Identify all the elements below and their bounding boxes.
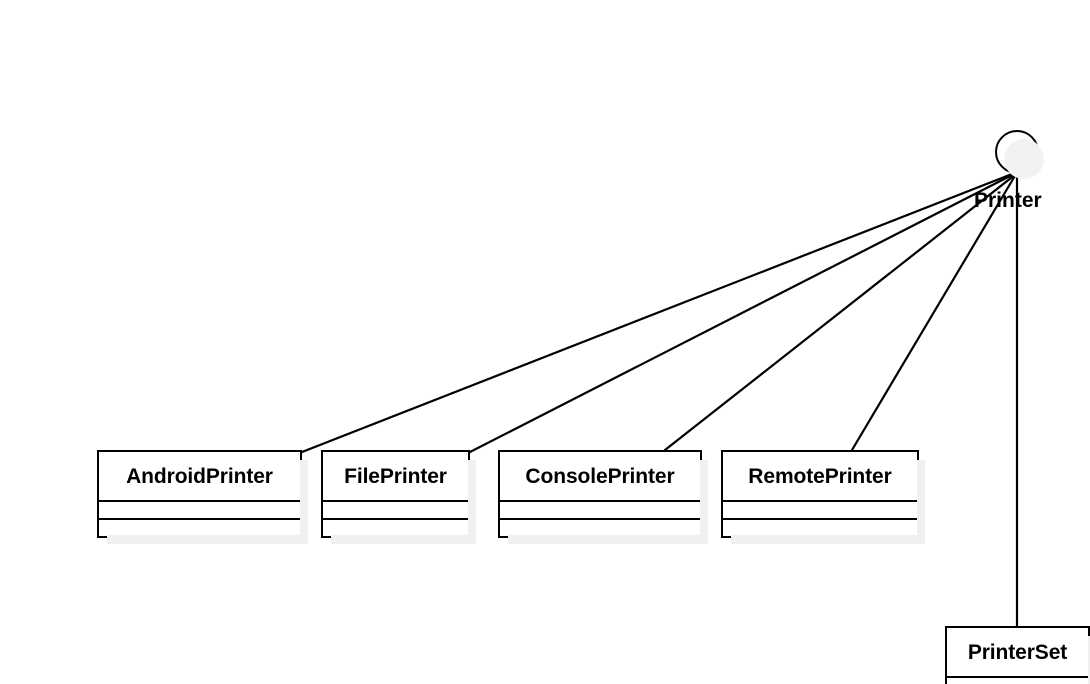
edge-printer-fileprinter: [468, 172, 1016, 454]
class-box-fileprinter[interactable]: FilePrinter: [321, 450, 476, 544]
realization-edges: [300, 172, 1018, 454]
class-attributes-compartment: [323, 500, 468, 518]
class-operations-compartment: [323, 518, 468, 535]
edge-printer-remoteprinter: [850, 172, 1018, 452]
edge-printer-consoleprinter: [663, 172, 1018, 452]
class-operations-compartment: [99, 518, 300, 535]
edge-printer-androidprinter: [300, 172, 1014, 454]
class-box-remoteprinter[interactable]: RemotePrinter: [721, 450, 925, 544]
class-attributes-compartment: [723, 500, 917, 518]
interface-printer-circle-icon[interactable]: [995, 130, 1044, 179]
class-box-printerset[interactable]: PrinterSet: [945, 626, 1090, 684]
class-box-androidprinter[interactable]: AndroidPrinter: [97, 450, 308, 544]
class-name-printerset: PrinterSet: [947, 628, 1088, 676]
class-operations-compartment: [723, 518, 917, 535]
class-attributes-compartment: [500, 500, 700, 518]
class-attributes-compartment: [947, 676, 1088, 684]
class-name-androidprinter: AndroidPrinter: [99, 452, 300, 500]
class-name-consoleprinter: ConsolePrinter: [500, 452, 700, 500]
interface-printer-label: Printer: [974, 189, 1042, 212]
class-box-consoleprinter[interactable]: ConsolePrinter: [498, 450, 708, 544]
class-name-remoteprinter: RemotePrinter: [723, 452, 917, 500]
class-attributes-compartment: [99, 500, 300, 518]
class-name-fileprinter: FilePrinter: [323, 452, 468, 500]
class-operations-compartment: [500, 518, 700, 535]
